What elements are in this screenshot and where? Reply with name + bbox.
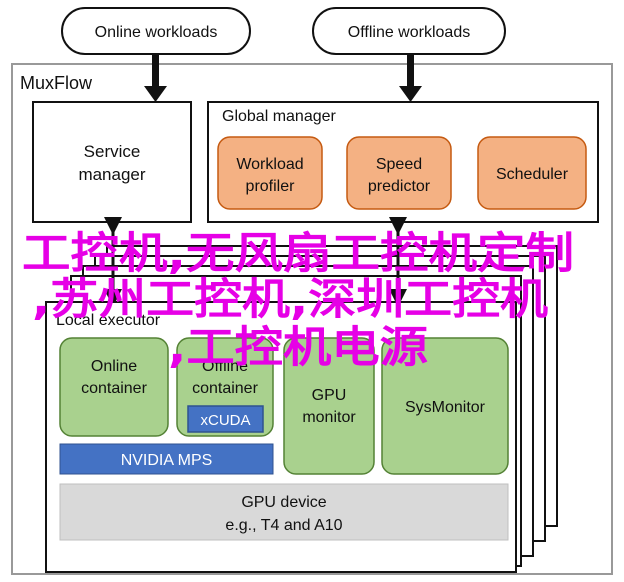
offline-container-label-line1: Offline [202,358,248,375]
sysmonitor-label: SysMonitor [405,399,486,416]
sysmonitor-box: SysMonitor [381,337,509,475]
offline-to-global-arrow [399,54,422,102]
service-manager-label-line1: Service [84,142,141,161]
offline-workloads-label: Offline workloads [348,24,470,41]
service-manager-box: Service manager [32,101,192,223]
muxflow-title: MuxFlow [20,73,93,93]
gpu-device-label-line1: GPU device [241,494,326,511]
watermark-line1: 工控机,无风扇工控机定制 [22,229,574,279]
nvidia-mps-box: NVIDIA MPS [59,443,274,475]
workload-profiler-box: Workload profiler [217,136,323,210]
online-container-label-line2: container [81,380,147,397]
scheduler-box: Scheduler [477,136,587,210]
workload-profiler-label-line2: profiler [246,178,296,195]
online-container-box: Online container [59,337,169,437]
offline-container-box: Offline container xCUDA [176,337,274,437]
gpu-device-box: GPU device e.g., T4 and A10 [59,483,509,541]
local-executor-title: Local executor [56,312,161,329]
speed-predictor-label-line1: Speed [376,156,422,173]
xcuda-box: xCUDA [187,405,264,433]
service-manager-label-line2: manager [78,165,145,184]
online-workloads-label: Online workloads [95,24,218,41]
offline-workloads-node: Offline workloads [312,7,506,55]
online-workloads-node: Online workloads [61,7,251,55]
gpu-monitor-label-line1: GPU [312,387,347,404]
watermark-overlay: 工控机,无风扇工控机定制 ,苏州工控机,深圳工控机 ,工控机电源 [22,229,574,373]
nvidia-mps-label: NVIDIA MPS [121,452,213,469]
local-executor-box: Local executor Online container Offline … [45,301,517,573]
xcuda-label: xCUDA [200,412,250,429]
online-to-service-arrow [144,54,167,102]
gpu-monitor-label-line2: monitor [302,409,356,426]
global-manager-box: Global manager Workload profiler Speed p… [207,101,599,223]
gpu-monitor-box: GPU monitor [283,337,375,475]
speed-predictor-label-line2: predictor [368,178,431,195]
speed-predictor-box: Speed predictor [346,136,452,210]
global-manager-title: Global manager [222,108,337,125]
watermark-line2: ,苏州工控机,深圳工控机 [32,275,548,325]
offline-container-label-line2: container [192,380,258,397]
scheduler-label: Scheduler [496,166,569,183]
watermark-line3: ,工控机电源 [168,323,428,373]
online-container-label-line1: Online [91,358,137,375]
workload-profiler-label-line1: Workload [236,156,303,173]
gpu-device-label-line2: e.g., T4 and A10 [225,517,342,534]
